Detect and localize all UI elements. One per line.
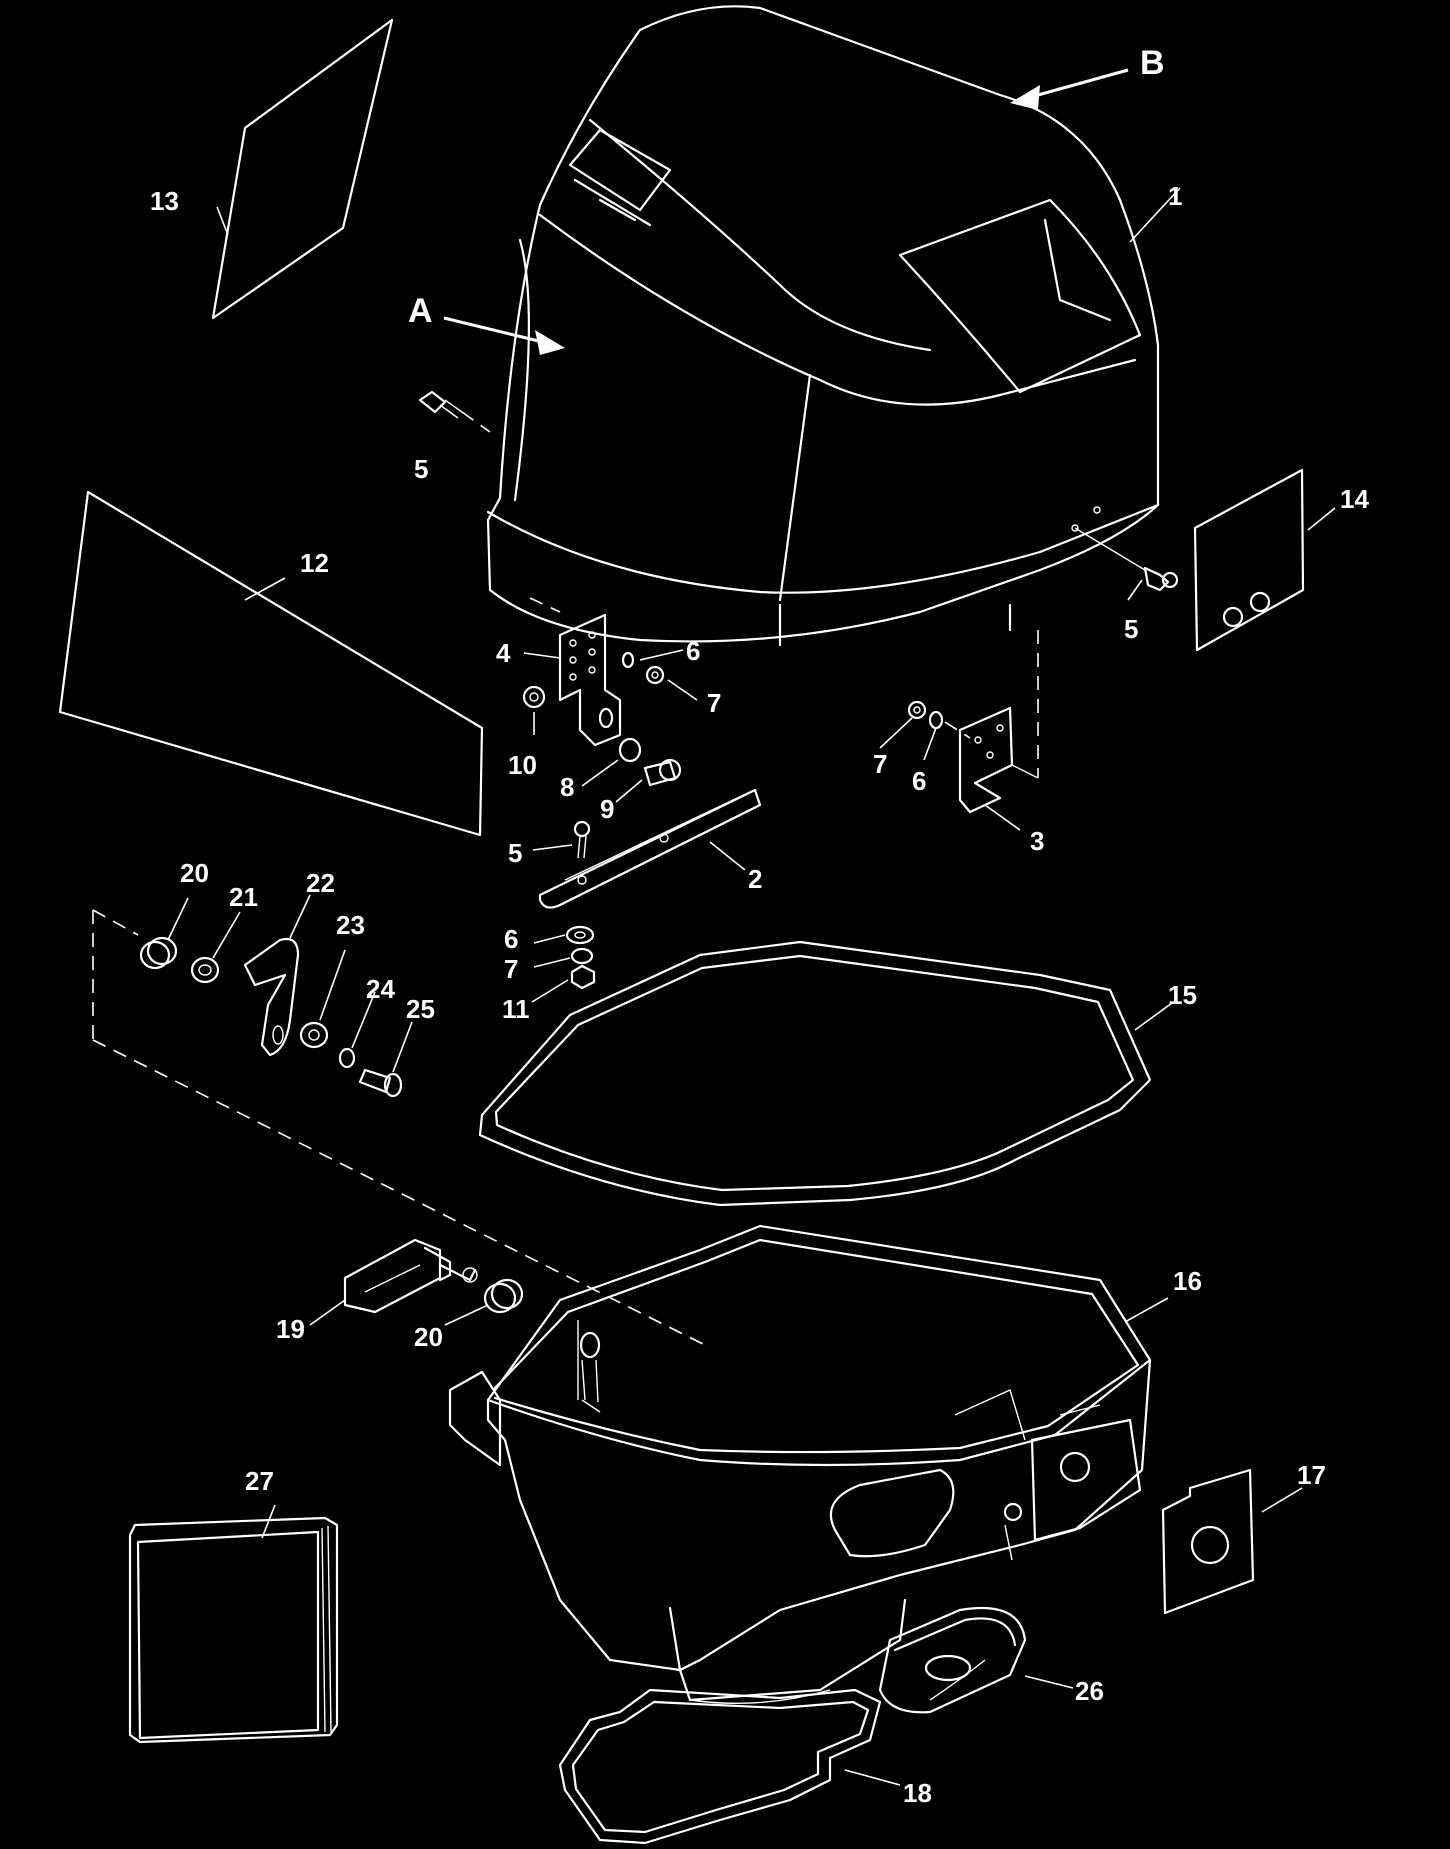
arrow-B xyxy=(1010,68,1129,110)
washer-21 xyxy=(190,956,220,984)
lower-cowl-16 xyxy=(448,1224,1152,1705)
lockwasher-7-c xyxy=(570,947,594,965)
callout-26: 26 xyxy=(1075,1676,1104,1706)
arrow-A xyxy=(443,316,565,355)
bushing-20-b xyxy=(483,1278,524,1314)
callout-20-bottom: 20 xyxy=(414,1322,443,1352)
callout-13: 13 xyxy=(150,186,179,216)
callout-A: A xyxy=(408,292,433,330)
latch-19 xyxy=(343,1238,478,1314)
callout-12: 12 xyxy=(300,548,329,578)
lever-22 xyxy=(243,937,300,1057)
callout-11: 11 xyxy=(502,994,530,1024)
nut-7-b xyxy=(907,700,927,720)
callout-labels: A B 1 2 3 4 5 5 5 6 6 6 7 7 7 8 9 10 11 … xyxy=(150,44,1369,1808)
callout-21: 21 xyxy=(229,882,258,912)
callout-9: 9 xyxy=(600,794,614,824)
plate-17 xyxy=(1161,1468,1255,1615)
callout-5-left: 5 xyxy=(414,454,428,484)
leader-lines xyxy=(167,187,1336,1786)
callout-27: 27 xyxy=(245,1466,274,1496)
callout-7-top: 7 xyxy=(707,688,721,718)
callout-17: 17 xyxy=(1297,1460,1326,1490)
plate-14 xyxy=(1193,468,1305,652)
callout-20-top: 20 xyxy=(180,858,209,888)
bushing-20-a xyxy=(139,936,178,970)
callout-5-mid: 5 xyxy=(508,838,522,868)
callout-6-top: 6 xyxy=(686,636,700,666)
callout-25: 25 xyxy=(406,994,435,1024)
callout-8: 8 xyxy=(560,772,574,802)
screw-5-right xyxy=(1074,527,1179,592)
decal-13 xyxy=(211,18,394,320)
bolt-25 xyxy=(358,1068,403,1098)
callout-6-bottom: 6 xyxy=(504,924,518,954)
seal-18 xyxy=(558,1688,882,1845)
latch-bar-2 xyxy=(538,788,762,909)
bracket-3 xyxy=(958,630,1039,814)
washer-6-a xyxy=(621,651,635,669)
callout-22: 22 xyxy=(306,868,335,898)
callout-23: 23 xyxy=(336,910,365,940)
washer-6-c xyxy=(565,925,595,945)
screw-5-mid xyxy=(573,820,591,859)
screw-5-left xyxy=(418,390,491,433)
callout-24: 24 xyxy=(366,974,395,1004)
spacer-8 xyxy=(618,737,642,763)
callout-1: 1 xyxy=(1168,181,1182,211)
callout-7-bottom: 7 xyxy=(504,954,518,984)
grommet-26 xyxy=(878,1606,1027,1714)
callout-16: 16 xyxy=(1173,1266,1202,1296)
callout-14: 14 xyxy=(1340,484,1369,514)
callout-B: B xyxy=(1140,44,1165,82)
callout-19: 19 xyxy=(276,1314,305,1344)
callout-15: 15 xyxy=(1168,980,1197,1010)
nut-11 xyxy=(570,964,596,990)
callout-4: 4 xyxy=(496,638,511,668)
callout-2: 2 xyxy=(748,864,762,894)
nut-7-a xyxy=(645,665,665,685)
washer-23 xyxy=(299,1021,329,1049)
nut-10 xyxy=(522,685,546,709)
callout-18: 18 xyxy=(903,1778,932,1808)
manual-27 xyxy=(128,1516,339,1744)
bracket-4 xyxy=(529,597,622,747)
callout-5-right: 5 xyxy=(1124,614,1138,644)
seal-15 xyxy=(478,940,1152,1207)
callout-7-right: 7 xyxy=(873,749,887,779)
callout-3: 3 xyxy=(1030,826,1044,856)
bolt-9 xyxy=(643,758,682,787)
lockwasher-24 xyxy=(338,1047,356,1069)
decal-12 xyxy=(58,490,484,837)
callout-10: 10 xyxy=(508,750,537,780)
callout-6-right: 6 xyxy=(912,766,926,796)
